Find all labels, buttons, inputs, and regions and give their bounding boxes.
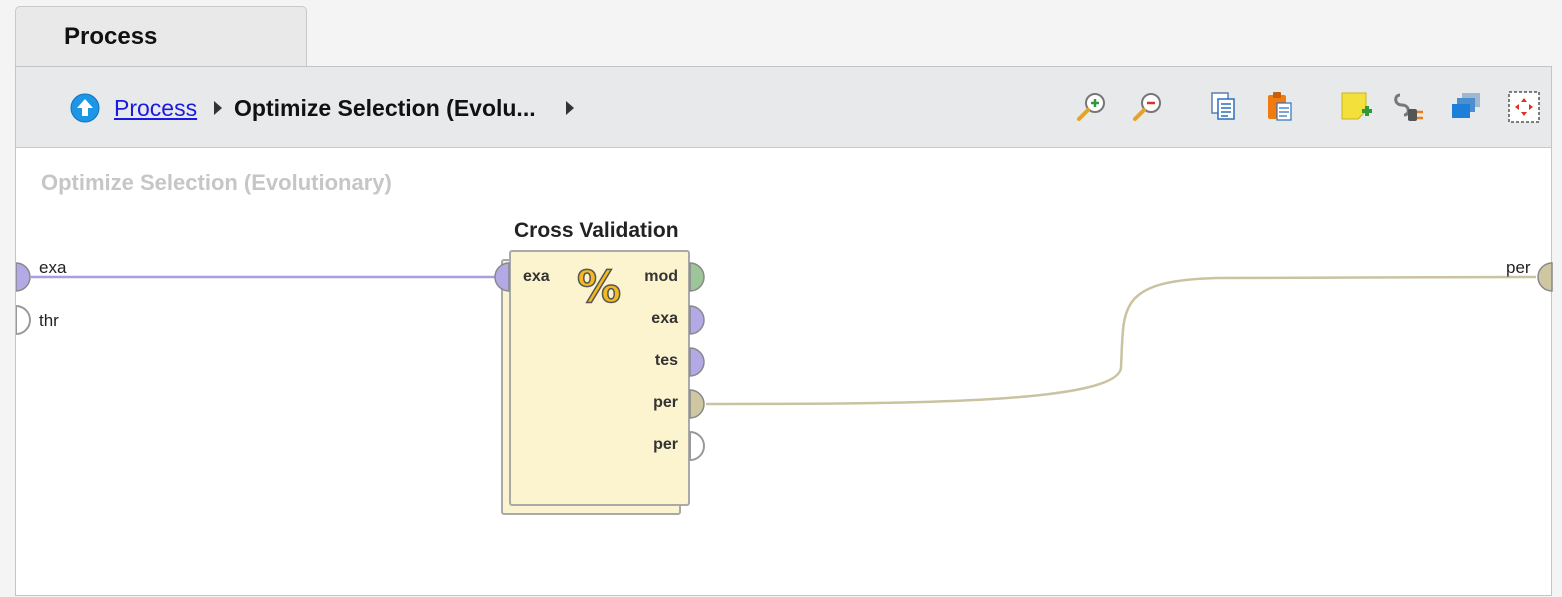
subprocess-title: Optimize Selection (Evolutionary) [41, 170, 392, 195]
connection-wires [16, 262, 1553, 406]
arrange-operators-icon[interactable] [1448, 89, 1484, 125]
auto-wire-icon[interactable] [1392, 89, 1428, 125]
fit-to-view-icon[interactable] [1506, 89, 1542, 125]
process-canvas[interactable]: Optimize Selection (Evolutionary) exa th… [16, 148, 1553, 595]
inner-port-label-thr: thr [39, 311, 59, 330]
copy-image-icon[interactable] [1206, 89, 1242, 125]
zoom-out-icon[interactable] [1130, 89, 1166, 125]
paste-icon[interactable] [1262, 89, 1298, 125]
process-tab-label: Process [64, 23, 158, 50]
percent-icon: % [576, 261, 622, 314]
inner-port-per-sink [1537, 262, 1553, 292]
inner-port-thr [16, 304, 31, 336]
process-tab[interactable]: Process [15, 6, 307, 68]
operator-output-label-exa: exa [651, 310, 678, 327]
breadcrumb-separator-icon [214, 101, 222, 115]
breadcrumb-current: Optimize Selection (Evolu... [234, 95, 536, 121]
inner-port-exa [16, 262, 31, 292]
cross-validation-operator[interactable]: exa % mod exa tes per per [509, 250, 690, 506]
go-up-icon[interactable] [70, 93, 100, 123]
breadcrumb-expand-icon[interactable] [566, 101, 574, 115]
process-panel: Process Optimize Selection (Evolu... O [15, 66, 1553, 596]
operator-output-label-mod: mod [644, 268, 678, 285]
operator-input-label-exa: exa [523, 268, 550, 285]
breadcrumb-process-link[interactable]: Process [114, 95, 198, 121]
inner-port-label-exa: exa [39, 258, 67, 277]
process-toolbar: Process Optimize Selection (Evolu... [16, 67, 1551, 148]
operator-output-label-tes: tes [654, 352, 678, 369]
zoom-in-icon[interactable] [1074, 89, 1110, 125]
operator-title: Cross Validation [514, 219, 679, 242]
add-note-icon[interactable] [1338, 89, 1374, 125]
inner-port-label-per: per [1506, 258, 1531, 277]
operator-output-label-per: per [653, 394, 678, 411]
operator-output-label-per-2: per [653, 436, 678, 453]
wire-per-to-output [705, 275, 1537, 406]
